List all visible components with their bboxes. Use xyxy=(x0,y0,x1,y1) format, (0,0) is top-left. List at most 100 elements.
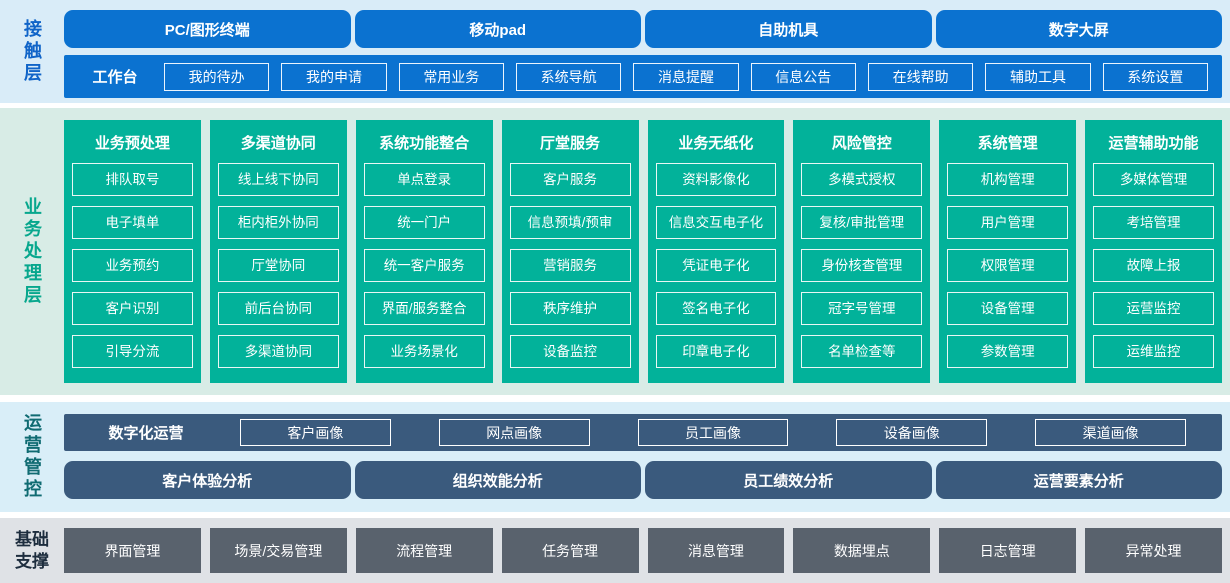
operations-layer-label-wrap: 运营管控 xyxy=(0,402,64,512)
workbench-label: 工作台 xyxy=(92,69,138,86)
business-layer-content: 业务预处理 排队取号 电子填单 业务预约 客户识别 引导分流 多渠道协同 线上线… xyxy=(64,108,1230,395)
business-item: 线上线下协同 xyxy=(217,163,339,196)
foundation-item: 界面管理 xyxy=(64,528,201,573)
business-column-title: 风险管控 xyxy=(831,135,892,152)
terminal-card-digital-screen: 数字大屏 xyxy=(935,10,1222,48)
business-item: 运营监控 xyxy=(1093,292,1214,325)
business-item: 考培管理 xyxy=(1093,206,1214,239)
business-item: 电子填单 xyxy=(72,206,193,239)
business-item: 客户服务 xyxy=(509,163,631,196)
business-item: 单点登录 xyxy=(363,163,485,196)
business-item: 引导分流 xyxy=(72,335,193,368)
business-item: 凭证电子化 xyxy=(655,249,777,282)
analysis-card: 运营要素分析 xyxy=(935,461,1222,499)
business-item: 设备管理 xyxy=(947,292,1069,325)
foundation-item: 流程管理 xyxy=(355,528,493,573)
business-item: 多渠道协同 xyxy=(217,335,339,368)
business-item: 前后台协同 xyxy=(217,292,339,325)
foundation-item: 数据埋点 xyxy=(793,528,931,573)
business-item: 运维监控 xyxy=(1093,335,1214,368)
business-column-title: 运营辅助功能 xyxy=(1108,135,1199,152)
foundation-layer-label: 基础支撑 xyxy=(15,530,49,571)
foundation-layer-label-wrap: 基础支撑 xyxy=(0,518,64,583)
business-item: 用户管理 xyxy=(947,206,1069,239)
foundation-item: 消息管理 xyxy=(647,528,785,573)
business-item: 统一客户服务 xyxy=(363,249,485,282)
digital-ops-item: 网点画像 xyxy=(438,419,590,446)
business-layer-section: 业务处理层 业务预处理 排队取号 电子填单 业务预约 客户识别 引导分流 多渠道… xyxy=(0,108,1230,395)
business-item: 厅堂协同 xyxy=(217,249,339,282)
business-item: 资料影像化 xyxy=(655,163,777,196)
contact-layer-label-wrap: 接触层 xyxy=(0,0,64,103)
business-item: 排队取号 xyxy=(72,163,193,196)
foundation-item: 日志管理 xyxy=(939,528,1077,573)
business-layer-label-wrap: 业务处理层 xyxy=(0,108,64,395)
foundation-layer-section: 基础支撑 界面管理 场景/交易管理 流程管理 任务管理 消息管理 数据埋点 日志… xyxy=(0,518,1230,583)
business-item: 客户识别 xyxy=(72,292,193,325)
business-column-title: 系统管理 xyxy=(977,135,1038,152)
digital-ops-item: 渠道画像 xyxy=(1035,419,1186,446)
workbench-item: 系统设置 xyxy=(1102,62,1208,91)
business-column-ops-aux: 运营辅助功能 多媒体管理 考培管理 故障上报 运营监控 运维监控 xyxy=(1085,120,1222,383)
business-item: 多媒体管理 xyxy=(1093,163,1214,196)
business-item: 签名电子化 xyxy=(655,292,777,325)
business-item: 柜内柜外协同 xyxy=(217,206,339,239)
business-item: 权限管理 xyxy=(947,249,1069,282)
workbench-item: 在线帮助 xyxy=(867,62,974,91)
foundation-layer-content: 界面管理 场景/交易管理 流程管理 任务管理 消息管理 数据埋点 日志管理 异常… xyxy=(64,518,1230,583)
business-item: 业务场景化 xyxy=(363,335,485,368)
business-item: 机构管理 xyxy=(947,163,1069,196)
business-item: 设备监控 xyxy=(509,335,631,368)
business-item: 信息交互电子化 xyxy=(655,206,777,239)
workbench-item: 我的申请 xyxy=(281,62,387,91)
workbench-item: 系统导航 xyxy=(515,62,622,91)
business-item: 名单检查等 xyxy=(801,335,923,368)
digital-ops-item: 设备画像 xyxy=(836,419,988,446)
operations-layer-content: 数字化运营 客户画像 网点画像 员工画像 设备画像 渠道画像 客户体验分析 组织… xyxy=(64,402,1230,512)
foundation-item: 场景/交易管理 xyxy=(209,528,347,573)
contact-layer-content: PC/图形终端 移动pad 自助机具 数字大屏 工作台 我的待办 我的申请 常用… xyxy=(64,0,1230,103)
business-column-hall-service: 厅堂服务 客户服务 信息预填/预审 营销服务 秩序维护 设备监控 xyxy=(501,120,639,383)
analysis-card: 组织效能分析 xyxy=(354,461,641,499)
analysis-card: 客户体验分析 xyxy=(64,461,351,499)
contact-layer-section: 接触层 PC/图形终端 移动pad 自助机具 数字大屏 工作台 我的待办 我的申… xyxy=(0,0,1230,103)
foundation-row: 界面管理 场景/交易管理 流程管理 任务管理 消息管理 数据埋点 日志管理 异常… xyxy=(64,518,1222,583)
business-item: 复核/审批管理 xyxy=(801,206,923,239)
business-item: 身份核查管理 xyxy=(801,249,923,282)
business-column-multichannel: 多渠道协同 线上线下协同 柜内柜外协同 厅堂协同 前后台协同 多渠道协同 xyxy=(209,120,347,383)
business-item: 信息预填/预审 xyxy=(509,206,631,239)
business-item: 业务预约 xyxy=(72,249,193,282)
business-layer-label: 业务处理层 xyxy=(22,196,42,307)
business-column-system-mgmt: 系统管理 机构管理 用户管理 权限管理 设备管理 参数管理 xyxy=(939,120,1077,383)
digital-ops-bar: 数字化运营 客户画像 网点画像 员工画像 设备画像 渠道画像 xyxy=(64,414,1222,451)
business-column-risk: 风险管控 多模式授权 复核/审批管理 身份核查管理 冠字号管理 名单检查等 xyxy=(793,120,931,383)
business-item: 印章电子化 xyxy=(655,335,777,368)
business-item: 参数管理 xyxy=(947,335,1069,368)
business-item: 界面/服务整合 xyxy=(363,292,485,325)
workbench-item: 消息提醒 xyxy=(633,62,739,91)
analysis-card: 员工绩效分析 xyxy=(645,461,932,499)
business-item: 统一门户 xyxy=(363,206,485,239)
foundation-item: 异常处理 xyxy=(1085,528,1222,573)
business-column-preprocess: 业务预处理 排队取号 电子填单 业务预约 客户识别 引导分流 xyxy=(64,120,201,383)
terminal-card-self-service: 自助机具 xyxy=(645,10,932,48)
business-columns: 业务预处理 排队取号 电子填单 业务预约 客户识别 引导分流 多渠道协同 线上线… xyxy=(64,108,1222,395)
digital-ops-item: 客户画像 xyxy=(240,419,391,446)
business-column-title: 业务无纸化 xyxy=(678,135,754,152)
business-column-title: 多渠道协同 xyxy=(240,135,316,152)
business-column-integration: 系统功能整合 单点登录 统一门户 统一客户服务 界面/服务整合 业务场景化 xyxy=(355,120,493,383)
digital-ops-item: 员工画像 xyxy=(637,419,789,446)
contact-layer-label: 接触层 xyxy=(22,18,42,85)
foundation-item: 任务管理 xyxy=(501,528,639,573)
business-column-title: 业务预处理 xyxy=(94,135,170,152)
business-column-paperless: 业务无纸化 资料影像化 信息交互电子化 凭证电子化 签名电子化 印章电子化 xyxy=(647,120,785,383)
terminal-row: PC/图形终端 移动pad 自助机具 数字大屏 xyxy=(64,10,1222,48)
workbench-item: 常用业务 xyxy=(398,62,504,91)
operations-layer-section: 运营管控 数字化运营 客户画像 网点画像 员工画像 设备画像 渠道画像 客户体验… xyxy=(0,402,1230,512)
business-column-title: 厅堂服务 xyxy=(540,135,601,152)
business-item: 冠字号管理 xyxy=(801,292,923,325)
workbench-bar: 工作台 我的待办 我的申请 常用业务 系统导航 消息提醒 信息公告 在线帮助 辅… xyxy=(64,55,1222,98)
terminal-card-pc: PC/图形终端 xyxy=(64,10,351,48)
digital-ops-label: 数字化运营 xyxy=(108,425,184,442)
analysis-row: 客户体验分析 组织效能分析 员工绩效分析 运营要素分析 xyxy=(64,461,1222,499)
